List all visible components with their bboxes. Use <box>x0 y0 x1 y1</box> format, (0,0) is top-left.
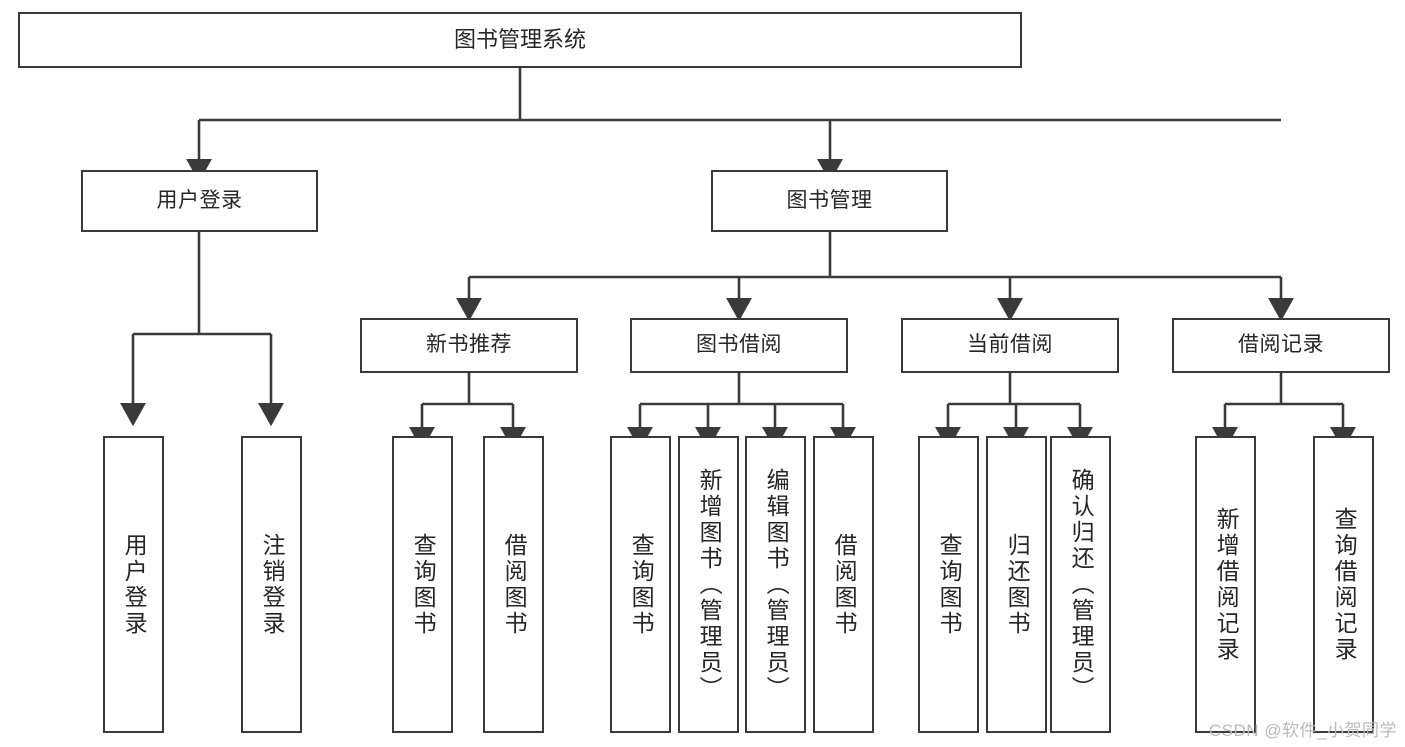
node-label: 借阅图书 <box>831 532 858 637</box>
watermark-text: CSDN @软件_小贺同学 <box>1208 721 1397 740</box>
node-label: 查询图书 <box>936 532 963 637</box>
node-label: 当前借阅 <box>967 333 1053 357</box>
node-new-book-recommend[interactable]: 新书推荐 <box>360 318 578 373</box>
node-leaf-add-book[interactable]: 新增图书（管理员） <box>678 436 739 733</box>
node-label: 确认归还（管理员） <box>1068 467 1095 702</box>
node-label: 注销登录 <box>259 532 286 637</box>
node-label: 图书管理 <box>786 188 873 212</box>
node-label: 图书借阅 <box>696 333 782 357</box>
node-leaf-add-record[interactable]: 新增借阅记录 <box>1195 436 1256 733</box>
node-label: 用户登录 <box>156 188 243 212</box>
node-leaf-edit-book[interactable]: 编辑图书（管理员） <box>745 436 806 733</box>
node-borrow-record[interactable]: 借阅记录 <box>1172 318 1390 373</box>
node-leaf-user-login[interactable]: 用户登录 <box>103 436 164 733</box>
node-book-management[interactable]: 图书管理 <box>711 170 948 232</box>
node-leaf-query-book-3[interactable]: 查询图书 <box>918 436 979 733</box>
node-root-system[interactable]: 图书管理系统 <box>18 12 1022 68</box>
node-label: 查询借阅记录 <box>1331 506 1358 663</box>
node-label: 新书推荐 <box>426 333 512 357</box>
node-leaf-query-record[interactable]: 查询借阅记录 <box>1313 436 1374 733</box>
node-label: 编辑图书（管理员） <box>763 467 790 702</box>
node-leaf-borrow-book-2[interactable]: 借阅图书 <box>813 436 874 733</box>
node-leaf-borrow-book-1[interactable]: 借阅图书 <box>483 436 544 733</box>
node-label: 查询图书 <box>410 532 437 637</box>
node-current-borrow[interactable]: 当前借阅 <box>901 318 1119 373</box>
node-label: 归还图书 <box>1004 532 1031 637</box>
node-label: 借阅图书 <box>501 532 528 637</box>
node-book-borrow[interactable]: 图书借阅 <box>630 318 848 373</box>
node-label: 查询图书 <box>628 532 655 637</box>
node-leaf-query-book-2[interactable]: 查询图书 <box>610 436 671 733</box>
node-label: 图书管理系统 <box>453 27 586 53</box>
node-label: 借阅记录 <box>1238 333 1324 357</box>
node-user-login[interactable]: 用户登录 <box>81 170 318 232</box>
node-leaf-confirm-return[interactable]: 确认归还（管理员） <box>1050 436 1111 733</box>
node-leaf-query-book-1[interactable]: 查询图书 <box>392 436 453 733</box>
node-label: 新增图书（管理员） <box>696 467 723 702</box>
node-label: 新增借阅记录 <box>1213 506 1240 663</box>
node-leaf-return-book[interactable]: 归还图书 <box>986 436 1047 733</box>
node-leaf-logout[interactable]: 注销登录 <box>241 436 302 733</box>
node-label: 用户登录 <box>121 532 148 637</box>
